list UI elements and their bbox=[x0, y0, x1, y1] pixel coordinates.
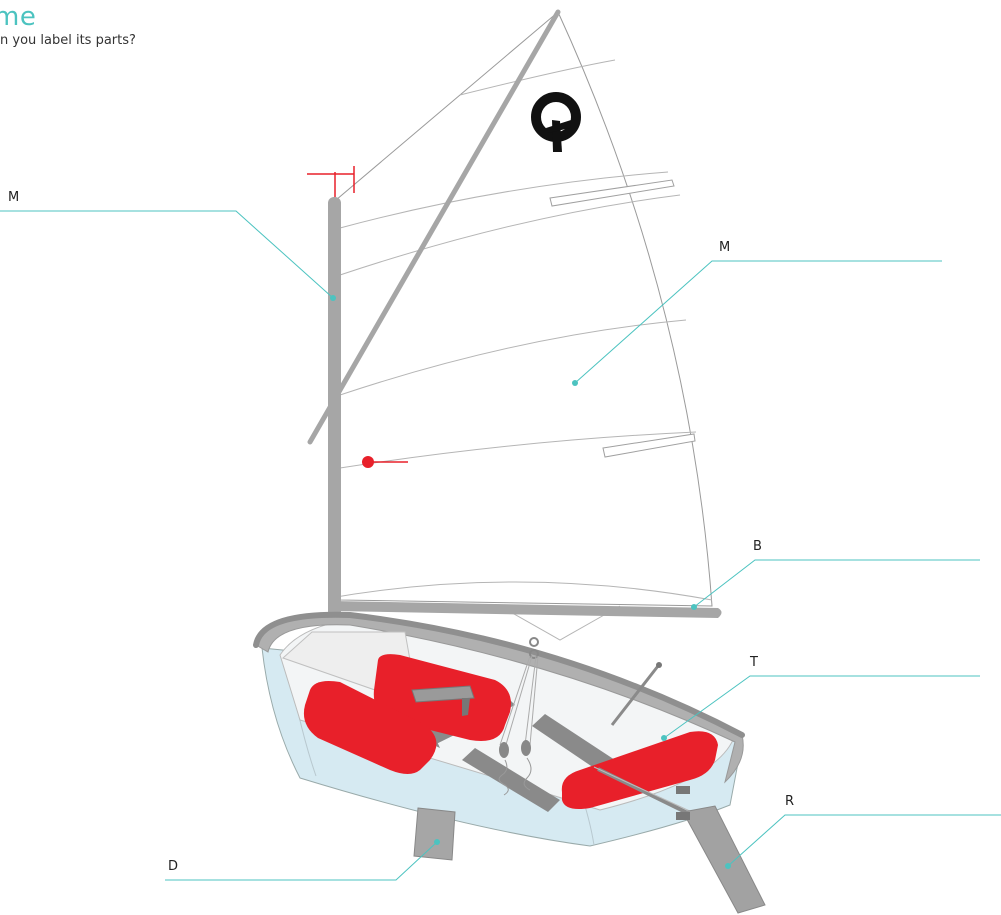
label-mast: M bbox=[8, 190, 20, 205]
label-boom: B bbox=[753, 539, 762, 554]
label-mainsail: M bbox=[719, 240, 731, 255]
mast-spar bbox=[328, 197, 341, 657]
sprit-spar bbox=[307, 9, 561, 445]
label-rudder: R bbox=[785, 794, 795, 809]
sail-logo-q bbox=[531, 92, 581, 152]
daggerboard bbox=[413, 807, 456, 861]
page-subtitle: n you label its parts? bbox=[0, 33, 136, 48]
mainsail bbox=[329, 11, 713, 641]
leader-dots bbox=[330, 295, 731, 869]
mainsheet bbox=[498, 637, 539, 796]
label-tiller: T bbox=[750, 655, 758, 670]
boom-spar bbox=[329, 601, 722, 618]
label-daggerboard: D bbox=[168, 859, 179, 874]
leader-lines bbox=[0, 210, 1001, 881]
rudder bbox=[676, 786, 766, 914]
page-title: me bbox=[0, 2, 37, 32]
